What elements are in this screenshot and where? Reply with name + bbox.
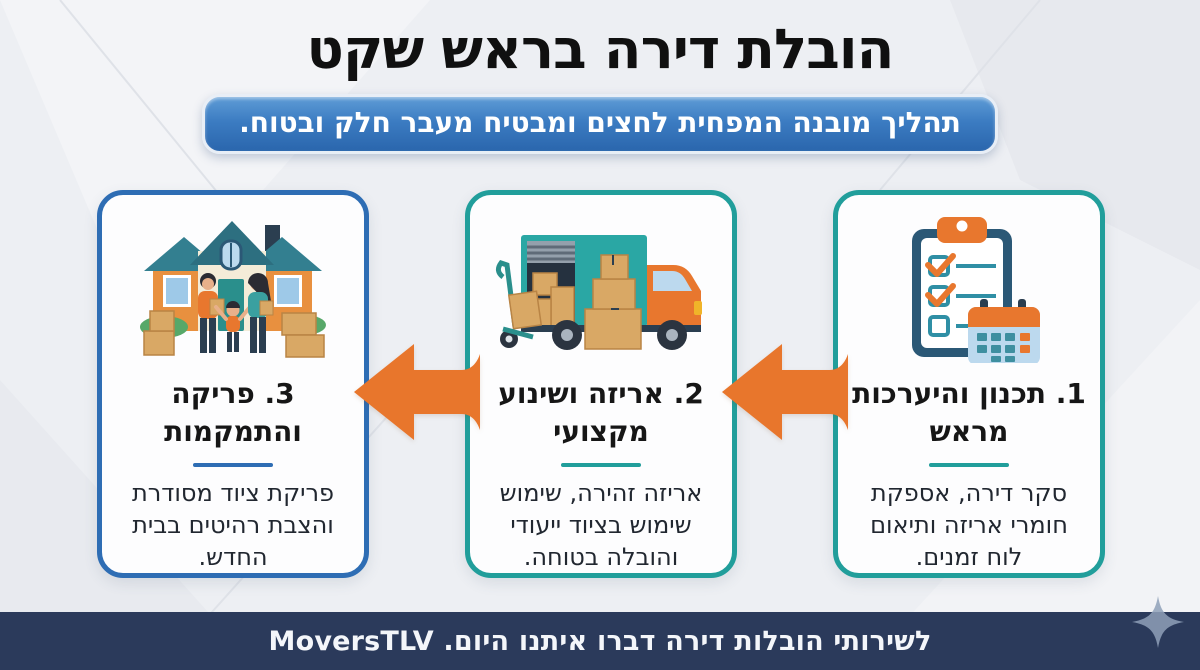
arrow-left-icon xyxy=(354,340,480,444)
footer-bar: לשירותי הובלות דירה דברו איתנו היום. Mov… xyxy=(0,612,1200,670)
page-title: הובלת דירה בראש שקט xyxy=(306,17,895,81)
step-card-2: 2. אריזה ושינוע מקצועי אריזה זהירה, שימו… xyxy=(465,190,737,578)
title-divider xyxy=(193,462,273,467)
step-title: 2. אריזה ושינוע מקצועי xyxy=(498,377,704,448)
arrow-left-icon xyxy=(722,340,848,444)
header: הובלת דירה בראש שקט תהליך מובנה המפחית ל… xyxy=(0,0,1200,155)
step-description: סקר דירה, אספקת חומרי אריזה ותיאום לוח ז… xyxy=(870,478,1068,571)
step-title: 1. תכנון והיערכות מראש xyxy=(852,377,1086,448)
step-card-1: 1. תכנון והיערכות מראש סקר דירה, אספקת ח… xyxy=(833,190,1105,578)
steps-row: 1. תכנון והיערכות מראש סקר דירה, אספקת ח… xyxy=(95,190,1105,578)
step-description: פריקת ציוד מסודרת והצבת רהיטים בבית החדש… xyxy=(131,478,335,571)
title-divider xyxy=(929,462,1009,467)
step-description: אריזה זהירה, שימוש שימוש בציוד ייעודי וה… xyxy=(499,478,703,571)
subtitle-pill: תהליך מובנה המפחית לחצים ומבטיח מעבר חלק… xyxy=(202,94,998,155)
step-card-3: 3. פריקה והתמקמות פריקת ציוד מסודרת והצב… xyxy=(97,190,369,578)
footer-cta-text: לשירותי הובלות דירה דברו איתנו היום. Mov… xyxy=(268,625,932,657)
moving-truck-icon xyxy=(482,209,720,367)
step-title: 3. פריקה והתמקמות xyxy=(164,377,302,448)
title-divider xyxy=(561,462,641,467)
house-family-icon xyxy=(114,209,352,367)
clipboard-calendar-icon xyxy=(850,209,1088,367)
